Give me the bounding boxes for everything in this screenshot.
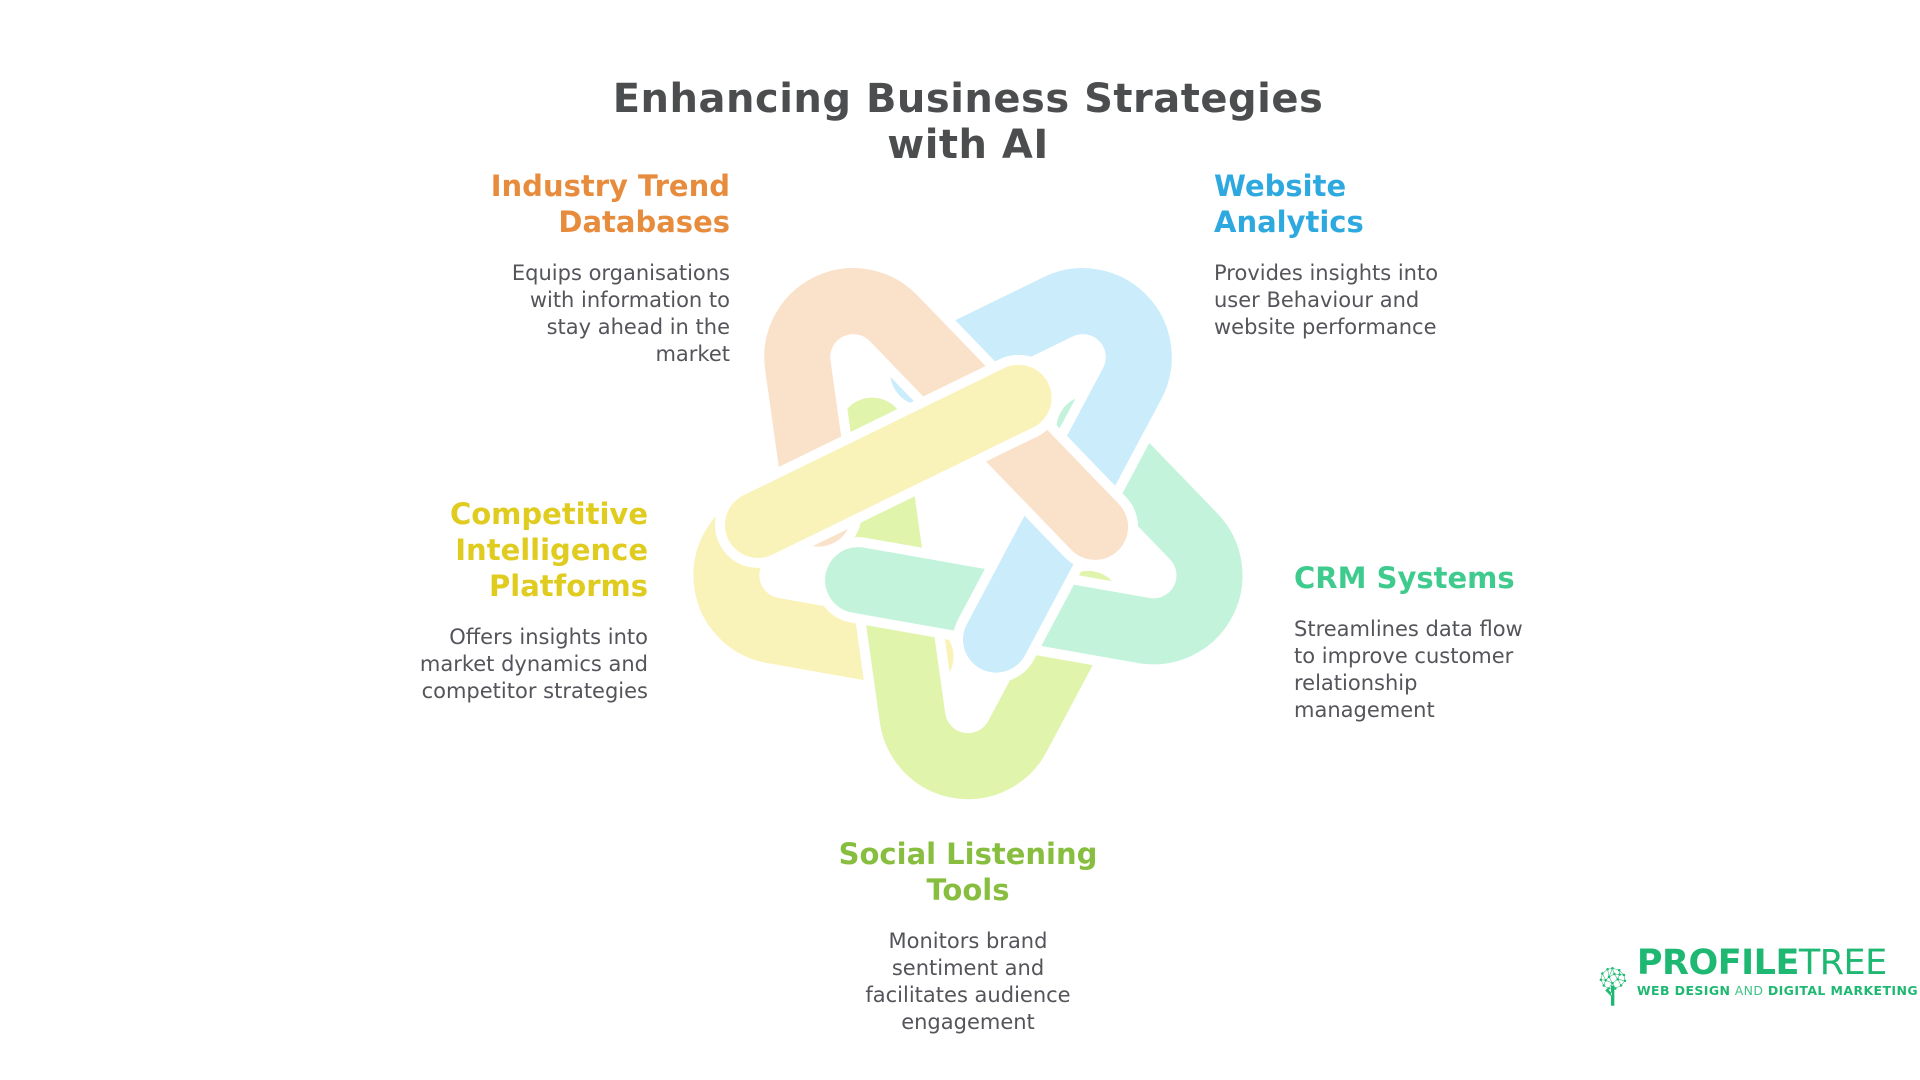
ribbon-outline-crm-systems: [815, 385, 1253, 675]
tagline-part2: DIGITAL MARKETING: [1767, 983, 1918, 998]
page-title: Enhancing Business Strategies with AI: [612, 76, 1324, 168]
tree-icon-node: [1622, 973, 1626, 977]
section-website-analytics: Website Analytics Provides insights into…: [1214, 168, 1574, 341]
tree-icon-node: [1599, 978, 1603, 982]
section-heading-website-analytics: Website Analytics: [1214, 169, 1364, 239]
ribbon-website-analytics: [890, 268, 1172, 673]
tree-icon-node: [1611, 981, 1614, 985]
tree-icon-node: [1613, 972, 1616, 976]
ribbon-industry-trend-databases: [764, 268, 1129, 560]
tree-icon-node: [1616, 978, 1619, 981]
tree-icon-node: [1617, 968, 1621, 972]
tagline-part1: WEB DESIGN: [1636, 983, 1731, 998]
tree-icon-trunk: [1605, 985, 1615, 1006]
profiletree-logo: PROFILETREE WEB DESIGN AND DIGITAL MARKE…: [1598, 944, 1918, 1030]
tagline-mid: AND: [1734, 983, 1764, 998]
section-body-website-analytics: Provides insights into user Behaviour an…: [1214, 261, 1439, 339]
tree-icon-edge: [1602, 973, 1606, 981]
ribbon-competitive-intelligence-platforms: [693, 364, 1052, 690]
tree-icon-node: [1601, 972, 1604, 975]
ribbon-outline-website-analytics: [880, 258, 1182, 683]
section-heading-crm-systems: CRM Systems: [1294, 561, 1515, 595]
section-body-social-listening-tools: Monitors brand sentiment and facilitates…: [865, 929, 1071, 1034]
section-social-listening-tools: Social Listening Tools Monitors brand se…: [718, 836, 1218, 1036]
section-competitive-intelligence-platforms: Competitive Intelligence Platforms Offer…: [248, 496, 648, 705]
ribbon-social-listening-tools: [839, 397, 1121, 800]
ribbon-overlay-competitive-intelligence-platforms: [724, 364, 1052, 558]
ribbon-crm-systems: [825, 395, 1243, 665]
section-heading-competitive-intelligence-platforms: Competitive Intelligence Platforms: [449, 497, 648, 603]
tree-icon-node: [1607, 987, 1610, 990]
tree-icon-node: [1623, 979, 1627, 982]
profiletree-wordmark: PROFILETREE: [1637, 944, 1918, 982]
section-industry-trend-databases: Industry Trend Databases Equips organisa…: [330, 168, 730, 368]
logo-name-part1: PROFILE: [1636, 943, 1800, 983]
logo-name-part2: TREE: [1798, 943, 1887, 983]
ribbon-outline-social-listening-tools: [829, 387, 1131, 810]
profiletree-tree-icon: [1599, 966, 1627, 1006]
tree-icon-node: [1607, 975, 1611, 979]
section-body-crm-systems: Streamlines data flow to improve custome…: [1294, 617, 1523, 722]
tree-icon-node: [1604, 979, 1607, 982]
profiletree-tagline: WEB DESIGN AND DIGITAL MARKETING: [1637, 983, 1918, 998]
tree-icon-node: [1618, 973, 1621, 976]
tree-icon-node: [1602, 984, 1606, 987]
profiletree-logo-text: PROFILETREE WEB DESIGN AND DIGITAL MARKE…: [1637, 944, 1918, 998]
section-body-competitive-intelligence-platforms: Offers insights into market dynamics and…: [419, 625, 648, 703]
tree-icon-node: [1614, 987, 1617, 990]
section-body-industry-trend-databases: Equips organisations with information to…: [511, 261, 730, 366]
section-crm-systems: CRM Systems Streamlines data flow to imp…: [1294, 560, 1674, 724]
ribbon-outline-industry-trend-databases: [754, 258, 1139, 570]
ribbon-outline-competitive-intelligence-platforms: [683, 354, 1062, 700]
tree-icon-node: [1611, 966, 1614, 970]
tree-icon-edge: [1608, 968, 1613, 977]
section-heading-social-listening-tools: Social Listening Tools: [838, 837, 1098, 907]
tree-icon-node: [1619, 984, 1623, 987]
section-heading-industry-trend-databases: Industry Trend Databases: [490, 169, 730, 239]
tree-icon-edge: [1607, 969, 1610, 977]
ribbon-overlay-outline-competitive-intelligence-platforms: [714, 354, 1062, 568]
tree-icon-node: [1606, 967, 1609, 971]
